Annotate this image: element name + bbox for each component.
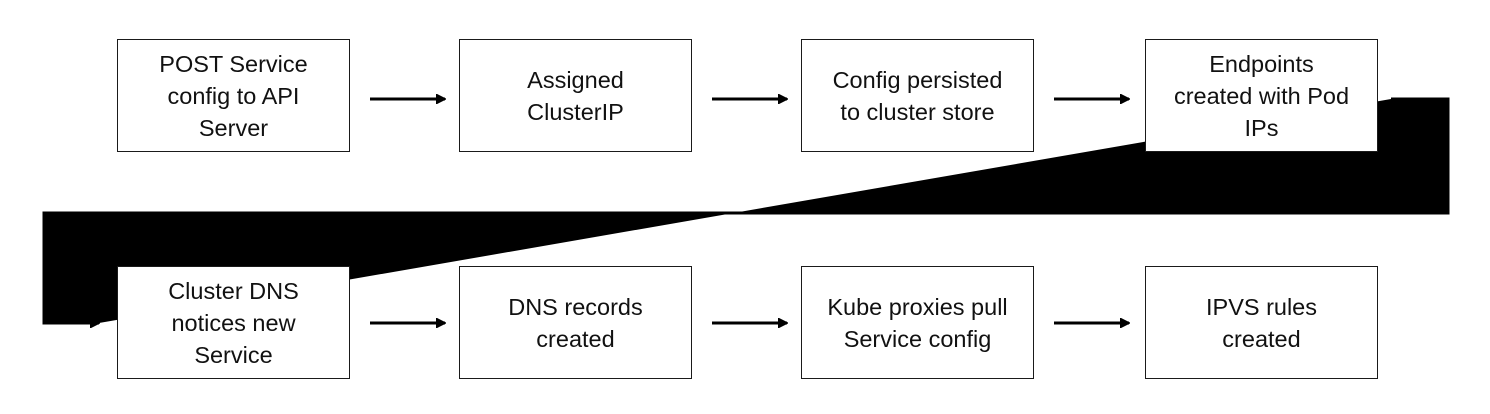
step-label: POST Service config to API Server: [159, 50, 308, 141]
step-dns-records-created-box: DNS records created: [459, 266, 692, 379]
step-label: Config persisted to cluster store: [832, 66, 1003, 125]
step-label: Kube proxies pull Service config: [827, 293, 1008, 352]
step-endpoints-created-box: Endpoints created with Pod IPs: [1145, 39, 1378, 152]
step-label: Endpoints created with Pod IPs: [1173, 50, 1350, 141]
step-label: Cluster DNS notices new Service: [168, 277, 299, 368]
step-label: DNS records created: [508, 293, 643, 352]
step-assigned-clusterip-box: Assigned ClusterIP: [459, 39, 692, 152]
step-label: Assigned ClusterIP: [527, 66, 624, 125]
step-kube-proxies-pull-box: Kube proxies pull Service config: [801, 266, 1034, 379]
step-label: IPVS rules created: [1205, 293, 1318, 352]
step-cluster-dns-notices-box: Cluster DNS notices new Service: [117, 266, 350, 379]
step-post-service-config-box: POST Service config to API Server: [117, 39, 350, 152]
step-config-persisted-box: Config persisted to cluster store: [801, 39, 1034, 152]
arrow-step4-to-step5: [42, 97, 1450, 323]
step-ipvs-rules-created-box: IPVS rules created: [1145, 266, 1378, 379]
